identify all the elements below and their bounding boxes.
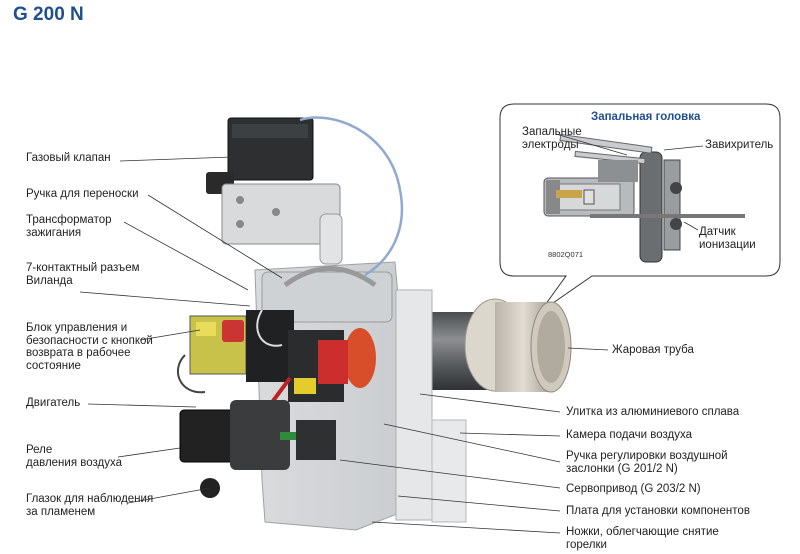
- label-removal-feet: Ножки, облегчающие снятие горелки: [566, 526, 719, 551]
- label-component-plate: Плата для установки компонентов: [566, 505, 750, 517]
- ignition-head-drawing: [543, 133, 745, 263]
- gas-valve-drawing: [206, 116, 404, 277]
- label-ignition-electrodes: Запальные электроды: [522, 126, 582, 151]
- label-swirler: Завихритель: [705, 139, 774, 151]
- leader-lines-right: [339, 347, 609, 534]
- callout-title: Запальная головка: [591, 111, 701, 123]
- label-control-unit: Блок управления и безопасности с кнопкой…: [26, 322, 153, 372]
- label-motor: Двигатель: [26, 397, 81, 409]
- label-air-chamber: Камера подачи воздуха: [566, 429, 692, 441]
- label-air-pressure-relay: Реле давления воздуха: [26, 444, 122, 469]
- ignition-head-callout: [499, 103, 781, 313]
- flame-tube-drawing: [430, 298, 572, 393]
- label-flame-tube: Жаровая труба: [612, 344, 694, 356]
- label-ignition-transformer: Трансформатор зажигания: [26, 214, 112, 239]
- label-ionization-sensor: Датчик ионизации: [699, 226, 756, 251]
- label-gas-valve: Газовый клапан: [26, 152, 111, 164]
- page-title: G 200 N: [13, 4, 84, 25]
- callout-code: 8802Q071: [548, 250, 584, 259]
- label-wieland-connector: 7-контактный разъем Виланда: [26, 262, 140, 287]
- label-air-damper-knob: Ручка регулировки воздушной заслонки (G …: [566, 450, 728, 475]
- label-flame-window: Глазок для наблюдения за пламенем: [26, 493, 154, 518]
- burner-housing-drawing: [254, 261, 467, 531]
- label-servo: Сервопривод (G 203/2 N): [566, 483, 701, 495]
- component-cluster-drawing: [176, 309, 376, 498]
- label-aluminium-volute: Улитка из алюминиевого сплава: [566, 406, 740, 418]
- leader-lines-left: [79, 156, 283, 504]
- label-carry-handle: Ручка для переноски: [26, 188, 139, 200]
